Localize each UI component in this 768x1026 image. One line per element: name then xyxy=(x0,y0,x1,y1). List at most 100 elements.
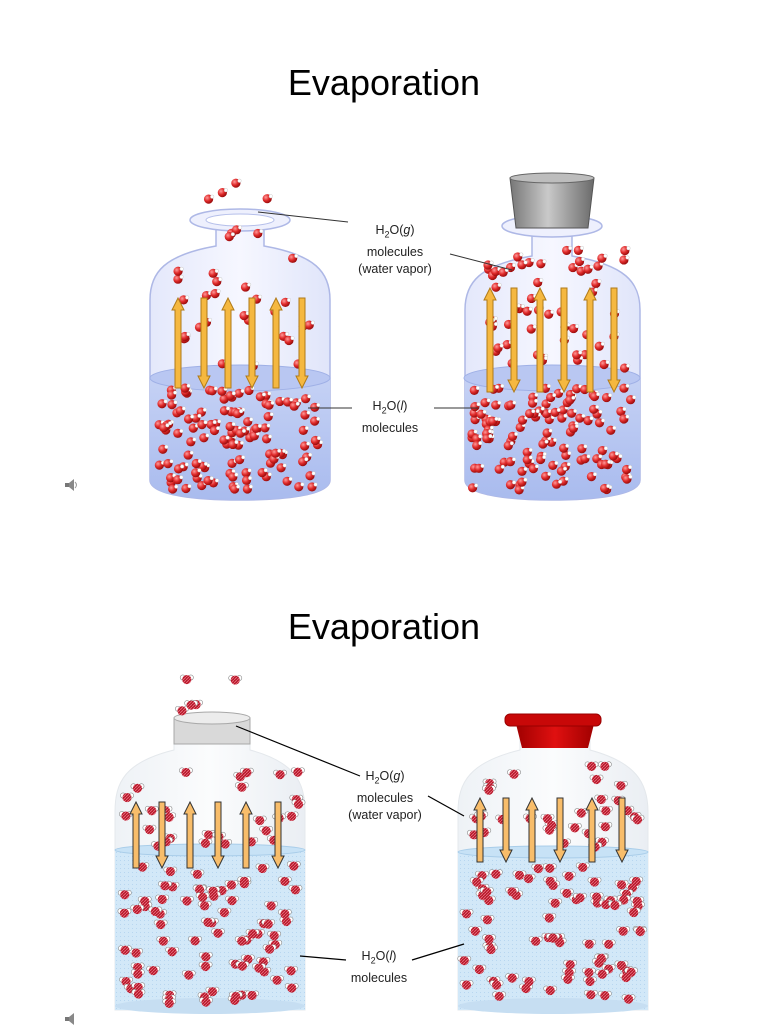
gas-label: H2O(g) molecules (water vapor) xyxy=(348,769,422,822)
water-molecule xyxy=(165,946,180,957)
water-molecule xyxy=(210,288,221,299)
water-molecule xyxy=(224,880,239,890)
water-molecule xyxy=(267,930,282,941)
water-molecule xyxy=(239,767,254,778)
water-molecule xyxy=(556,466,568,476)
up-arrow xyxy=(269,296,283,389)
water-molecule xyxy=(178,295,190,305)
water-molecule xyxy=(253,228,264,239)
speaker-icon[interactable] xyxy=(64,478,80,492)
water-molecule xyxy=(240,282,252,292)
water-molecule xyxy=(587,877,602,887)
water-molecule xyxy=(582,939,597,949)
water-molecule xyxy=(506,400,517,410)
water-molecule xyxy=(217,907,232,918)
water-molecule xyxy=(505,457,517,467)
water-molecule xyxy=(550,407,561,417)
water-molecule xyxy=(480,398,491,408)
up-arrow xyxy=(585,796,599,863)
water-molecule xyxy=(183,414,195,424)
water-molecule xyxy=(472,964,487,975)
water-molecule xyxy=(528,936,543,946)
water-molecule xyxy=(219,406,231,416)
water-molecule xyxy=(231,225,243,235)
water-molecule xyxy=(481,785,496,795)
water-molecule xyxy=(119,976,133,987)
water-molecule xyxy=(290,767,305,777)
water-molecule xyxy=(575,862,590,873)
down-arrow xyxy=(155,801,169,870)
water-molecule xyxy=(294,482,305,492)
water-molecule xyxy=(234,388,245,398)
water-molecule xyxy=(630,896,645,906)
water-molecule xyxy=(541,409,552,419)
water-molecule xyxy=(608,900,622,911)
water-molecule xyxy=(533,277,544,288)
water-molecule xyxy=(301,394,312,404)
water-molecule xyxy=(613,780,628,791)
water-molecule xyxy=(630,814,645,825)
water-molecule xyxy=(228,472,239,482)
water-molecule xyxy=(629,876,644,887)
water-molecule xyxy=(235,428,246,438)
water-molecule xyxy=(264,400,275,410)
water-molecule xyxy=(175,406,186,416)
up-arrow xyxy=(473,796,487,863)
water-molecule xyxy=(289,401,300,411)
water-molecule xyxy=(179,674,194,685)
water-molecule xyxy=(245,928,260,939)
water-molecule xyxy=(242,484,253,494)
water-molecule xyxy=(553,388,565,398)
water-molecule xyxy=(252,963,266,973)
water-molecule xyxy=(180,331,191,342)
water-molecule xyxy=(563,959,578,970)
up-arrow xyxy=(171,296,185,389)
down-arrow xyxy=(557,287,571,394)
water-molecule xyxy=(522,455,533,465)
water-molecule xyxy=(203,475,214,486)
water-molecule xyxy=(513,252,524,262)
water-molecule xyxy=(257,468,268,478)
speaker-icon[interactable] xyxy=(64,1012,80,1026)
water-molecule xyxy=(614,960,629,971)
water-molecule xyxy=(259,825,274,836)
water-molecule xyxy=(521,873,536,884)
water-molecule xyxy=(468,926,483,936)
water-molecule xyxy=(459,980,474,990)
water-molecule xyxy=(283,397,294,407)
water-molecule xyxy=(583,989,598,1000)
water-molecule xyxy=(291,799,306,809)
water-molecule xyxy=(159,423,170,433)
water-molecule xyxy=(494,464,505,474)
water-molecule xyxy=(239,311,250,321)
water-molecule xyxy=(482,433,493,444)
water-molecule xyxy=(542,428,553,438)
water-molecule xyxy=(562,245,573,256)
water-molecule xyxy=(589,404,600,414)
water-molecule xyxy=(142,824,157,835)
water-molecule xyxy=(542,913,557,923)
water-molecule xyxy=(310,416,321,426)
water-molecule xyxy=(153,919,168,930)
water-molecule xyxy=(261,919,276,929)
down-arrow xyxy=(211,801,225,870)
water-molecule xyxy=(284,335,295,346)
water-molecule xyxy=(567,822,582,833)
water-molecule xyxy=(158,880,172,891)
water-molecule xyxy=(277,909,292,919)
water-molecule xyxy=(619,383,630,393)
down-arrow xyxy=(607,287,621,394)
water-molecule xyxy=(594,953,609,964)
water-molecule xyxy=(472,440,483,451)
water-molecule xyxy=(597,761,612,771)
water-molecule xyxy=(583,416,594,426)
water-molecule xyxy=(262,194,273,204)
water-molecule xyxy=(591,278,602,289)
water-molecule xyxy=(304,320,315,330)
water-molecule xyxy=(245,990,259,1001)
water-molecule xyxy=(199,433,210,443)
water-molecule xyxy=(528,464,539,474)
water-molecule xyxy=(589,391,601,402)
water-molecule xyxy=(217,188,228,198)
water-molecule xyxy=(597,990,612,1001)
